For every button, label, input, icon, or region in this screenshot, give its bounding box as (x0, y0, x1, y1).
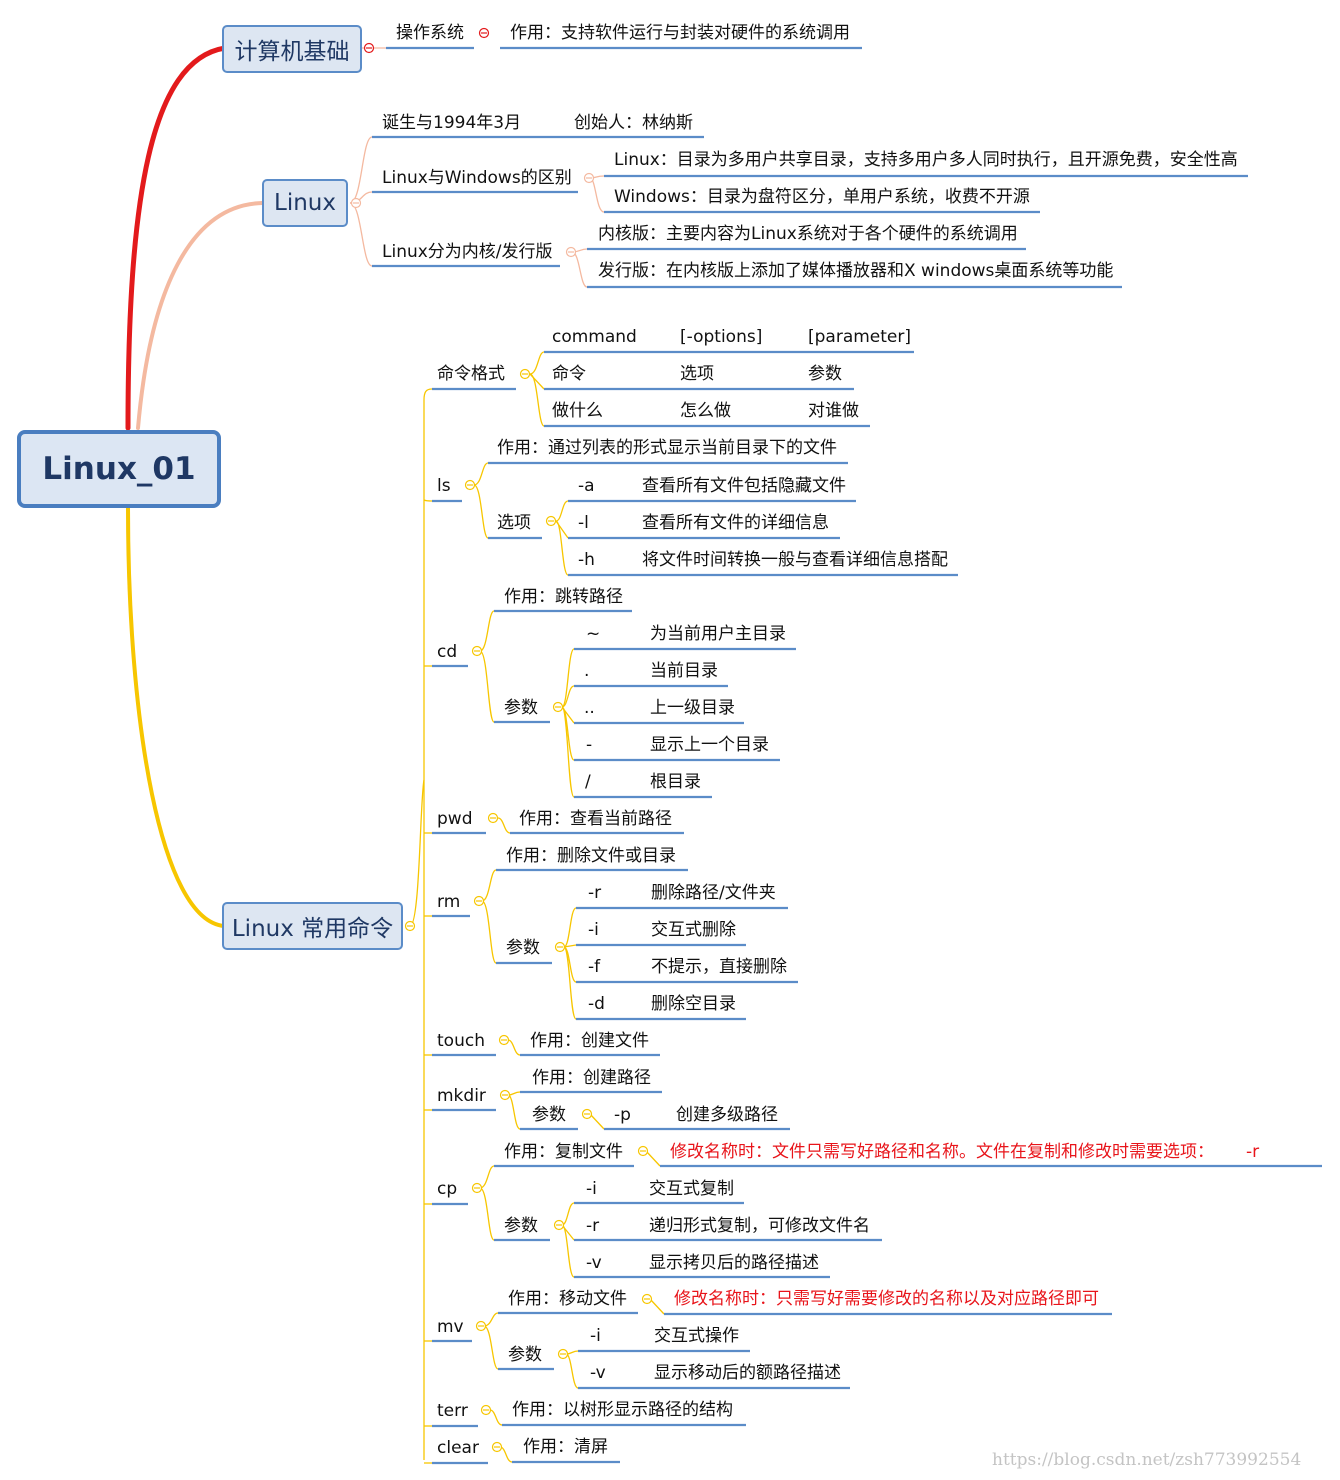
rm-param-key[interactable]: -r (588, 883, 602, 903)
cd-param-key[interactable]: - (586, 735, 593, 755)
topic-terr[interactable]: terr (437, 1401, 468, 1421)
cd-role[interactable]: 作用：跳转路径 (504, 587, 623, 607)
mv-param-desc[interactable]: 交互式操作 (654, 1326, 739, 1346)
ls-opt-key[interactable]: -l (578, 513, 589, 533)
topic-touch[interactable]: touch (437, 1031, 485, 1051)
cp-param-desc[interactable]: 交互式复制 (649, 1179, 734, 1199)
format-cell[interactable]: 参数 (808, 364, 842, 384)
format-cell[interactable]: [-options] (680, 327, 763, 347)
mkdir-role[interactable]: 作用：创建路径 (532, 1068, 651, 1088)
clear-role[interactable]: 作用：清屏 (523, 1437, 608, 1457)
topic-os-role[interactable]: 作用：支持软件运行与封装对硬件的系统调用 (510, 23, 850, 43)
format-cell[interactable]: [parameter] (808, 327, 912, 347)
mkdir-opt-desc[interactable]: 创建多级路径 (676, 1105, 778, 1125)
format-cell[interactable]: 怎么做 (680, 401, 731, 421)
mkdir-opt[interactable]: -p (614, 1105, 631, 1125)
topic-types[interactable]: Linux分为内核/发行版 (382, 242, 553, 262)
cp-param-key[interactable]: -r (586, 1216, 600, 1236)
ls-opt-desc[interactable]: 查看所有文件的详细信息 (642, 513, 829, 533)
cp-note-opt[interactable]: -r (1246, 1142, 1260, 1162)
topic-distro[interactable]: 发行版：在内核版上添加了媒体播放器和X windows桌面系统等功能 (598, 261, 1114, 281)
watermark: https://blog.csdn.net/zsh773992554 (992, 1450, 1302, 1470)
cd-param-desc[interactable]: 为当前用户主目录 (650, 624, 786, 644)
topic-born[interactable]: 诞生与1994年3月 (382, 113, 522, 133)
topic-rm[interactable]: rm (437, 892, 461, 912)
topic-cd[interactable]: cd (437, 642, 458, 662)
ls-opt-desc[interactable]: 查看所有文件包括隐藏文件 (642, 476, 846, 496)
node-linux[interactable]: Linux (262, 179, 348, 227)
cp-param-key[interactable]: -v (586, 1253, 602, 1273)
topic-os[interactable]: 操作系统 (396, 23, 464, 43)
ls-opt-key[interactable]: -a (578, 476, 595, 496)
root-node[interactable]: Linux_01 (17, 430, 221, 508)
ls-opt-key[interactable]: -h (578, 550, 595, 570)
topic-pwd[interactable]: pwd (437, 809, 473, 829)
ls-opt-desc[interactable]: 将文件时间转换一般与查看详细信息搭配 (642, 550, 948, 570)
mv-param-key[interactable]: -v (590, 1363, 606, 1383)
pwd-role[interactable]: 作用：查看当前路径 (519, 809, 672, 829)
topic-kernel[interactable]: 内核版：主要内容为Linux系统对于各个硬件的系统调用 (598, 224, 1018, 244)
terr-role[interactable]: 作用：以树形显示路径的结构 (512, 1400, 733, 1420)
rm-param-key[interactable]: -i (588, 920, 599, 940)
topic-clear[interactable]: clear (437, 1438, 479, 1458)
ls-role[interactable]: 作用：通过列表的形式显示当前目录下的文件 (497, 438, 837, 458)
cd-params[interactable]: 参数 (504, 698, 538, 718)
cd-param-desc[interactable]: 根目录 (650, 772, 701, 792)
rm-param-key[interactable]: -f (588, 957, 601, 977)
rm-param-desc[interactable]: 不提示，直接删除 (651, 957, 787, 977)
cd-param-key[interactable]: / (585, 772, 591, 792)
topic-diff[interactable]: Linux与Windows的区别 (382, 168, 572, 188)
cp-param-desc[interactable]: 递归形式复制，可修改文件名 (649, 1216, 870, 1236)
mv-role[interactable]: 作用：移动文件 (508, 1289, 627, 1309)
node-linux-commands[interactable]: Linux 常用命令 (222, 902, 403, 950)
touch-role[interactable]: 作用：创建文件 (530, 1031, 649, 1051)
cd-param-desc[interactable]: 显示上一个目录 (650, 735, 769, 755)
branch-line-basics (125, 45, 228, 431)
cd-param-key[interactable]: .. (584, 698, 595, 718)
cp-role[interactable]: 作用：复制文件 (504, 1142, 623, 1162)
topic-format[interactable]: 命令格式 (437, 364, 505, 384)
format-cell[interactable]: command (552, 327, 637, 347)
topic-cp[interactable]: cp (437, 1179, 458, 1199)
branch-line-linux (136, 201, 264, 430)
rm-param-desc[interactable]: 删除路径/文件夹 (651, 883, 776, 903)
ls-options[interactable]: 选项 (497, 513, 531, 533)
cp-params[interactable]: 参数 (504, 1216, 538, 1236)
mkdir-params[interactable]: 参数 (532, 1105, 566, 1125)
cd-param-key[interactable]: . (584, 661, 590, 681)
topic-mv[interactable]: mv (437, 1317, 464, 1337)
topic-founder[interactable]: 创始人：林纳斯 (574, 113, 693, 133)
format-cell[interactable]: 做什么 (552, 401, 603, 421)
topic-ls[interactable]: ls (437, 476, 451, 496)
format-cell[interactable]: 对谁做 (808, 401, 859, 421)
mv-param-key[interactable]: -i (590, 1326, 601, 1346)
cd-param-desc[interactable]: 上一级目录 (650, 698, 735, 718)
rm-param-desc[interactable]: 删除空目录 (651, 994, 736, 1014)
topic-diff-linux[interactable]: Linux：目录为多用户共享目录，支持多用户多人同时执行，且开源免费，安全性高 (614, 150, 1238, 170)
cp-param-desc[interactable]: 显示拷贝后的路径描述 (649, 1253, 819, 1273)
cp-note[interactable]: 修改名称时：文件只需写好路径和名称。文件在复制和修改时需要选项： (670, 1142, 1214, 1162)
topic-diff-windows[interactable]: Windows：目录为盘符区分，单用户系统，收费不开源 (614, 187, 1030, 207)
cd-param-key[interactable]: ~ (586, 624, 601, 644)
format-cell[interactable]: 选项 (680, 364, 714, 384)
format-cell[interactable]: 命令 (552, 364, 586, 384)
cp-param-key[interactable]: -i (586, 1179, 597, 1199)
node-computer-basics[interactable]: 计算机基础 (222, 25, 362, 73)
mv-params[interactable]: 参数 (508, 1345, 542, 1365)
rm-role[interactable]: 作用：删除文件或目录 (506, 846, 676, 866)
cd-param-desc[interactable]: 当前目录 (650, 661, 718, 681)
rm-params[interactable]: 参数 (506, 938, 540, 958)
mv-note[interactable]: 修改名称时：只需写好需要修改的名称以及对应路径即可 (674, 1289, 1099, 1309)
branch-line-commands (126, 506, 226, 928)
rm-param-key[interactable]: -d (588, 994, 605, 1014)
topic-mkdir[interactable]: mkdir (437, 1086, 486, 1106)
mv-param-desc[interactable]: 显示移动后的额路径描述 (654, 1363, 841, 1383)
rm-param-desc[interactable]: 交互式删除 (651, 920, 736, 940)
